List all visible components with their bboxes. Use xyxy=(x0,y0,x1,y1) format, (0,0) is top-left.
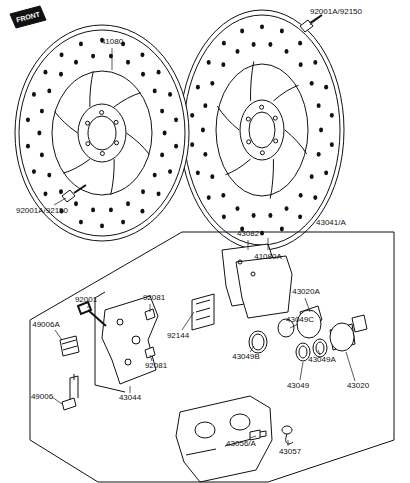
callout-number: 43049A xyxy=(308,356,336,364)
callout-number: 49006 xyxy=(31,393,53,401)
callout-number: 43020A xyxy=(292,288,320,296)
assembly-outline-shape xyxy=(28,222,396,483)
callout-number: 43020 xyxy=(347,382,369,390)
callout-number: 92081 xyxy=(143,294,165,302)
callout-number: 43049 xyxy=(287,382,309,390)
disc-bolt xyxy=(62,185,86,202)
bleed-valve xyxy=(250,430,266,440)
brake-disc xyxy=(15,25,189,241)
callout-number: 92081 xyxy=(145,362,167,370)
callout-number: 43041/A xyxy=(316,219,346,227)
callout-number: 92001A/92150 xyxy=(16,207,68,215)
callout-number: 41080 xyxy=(101,38,123,46)
brake-disc xyxy=(180,10,344,250)
callout-number: 43049B xyxy=(232,353,260,361)
brake-pad xyxy=(222,244,292,318)
callout-number: 43049C xyxy=(286,316,314,324)
callout-number: 49006A xyxy=(32,321,60,329)
callout-number: 41080A xyxy=(254,253,282,261)
pin-boot xyxy=(60,336,79,356)
disc-bolt xyxy=(300,15,322,32)
bleed-cap xyxy=(282,426,293,444)
callout-number: 43044 xyxy=(119,394,141,402)
front-tag xyxy=(10,6,46,28)
callout-number: 92001A/92150 xyxy=(310,8,362,16)
caliper-bracket xyxy=(102,296,158,384)
callout-number: 92001 xyxy=(75,296,97,304)
callout-number: 92144 xyxy=(167,332,189,340)
slide-pin xyxy=(62,374,78,410)
callout-number: 43082 xyxy=(237,230,259,238)
piston xyxy=(297,306,367,351)
caliper-body xyxy=(176,396,272,482)
pad-spring xyxy=(192,294,214,330)
callout-number: 43057 xyxy=(279,448,301,456)
group-bracket-line xyxy=(95,292,125,392)
assembly-outline: 43041/A xyxy=(28,222,396,483)
callout-number: 43056/A xyxy=(226,440,256,448)
bolt xyxy=(78,302,106,326)
